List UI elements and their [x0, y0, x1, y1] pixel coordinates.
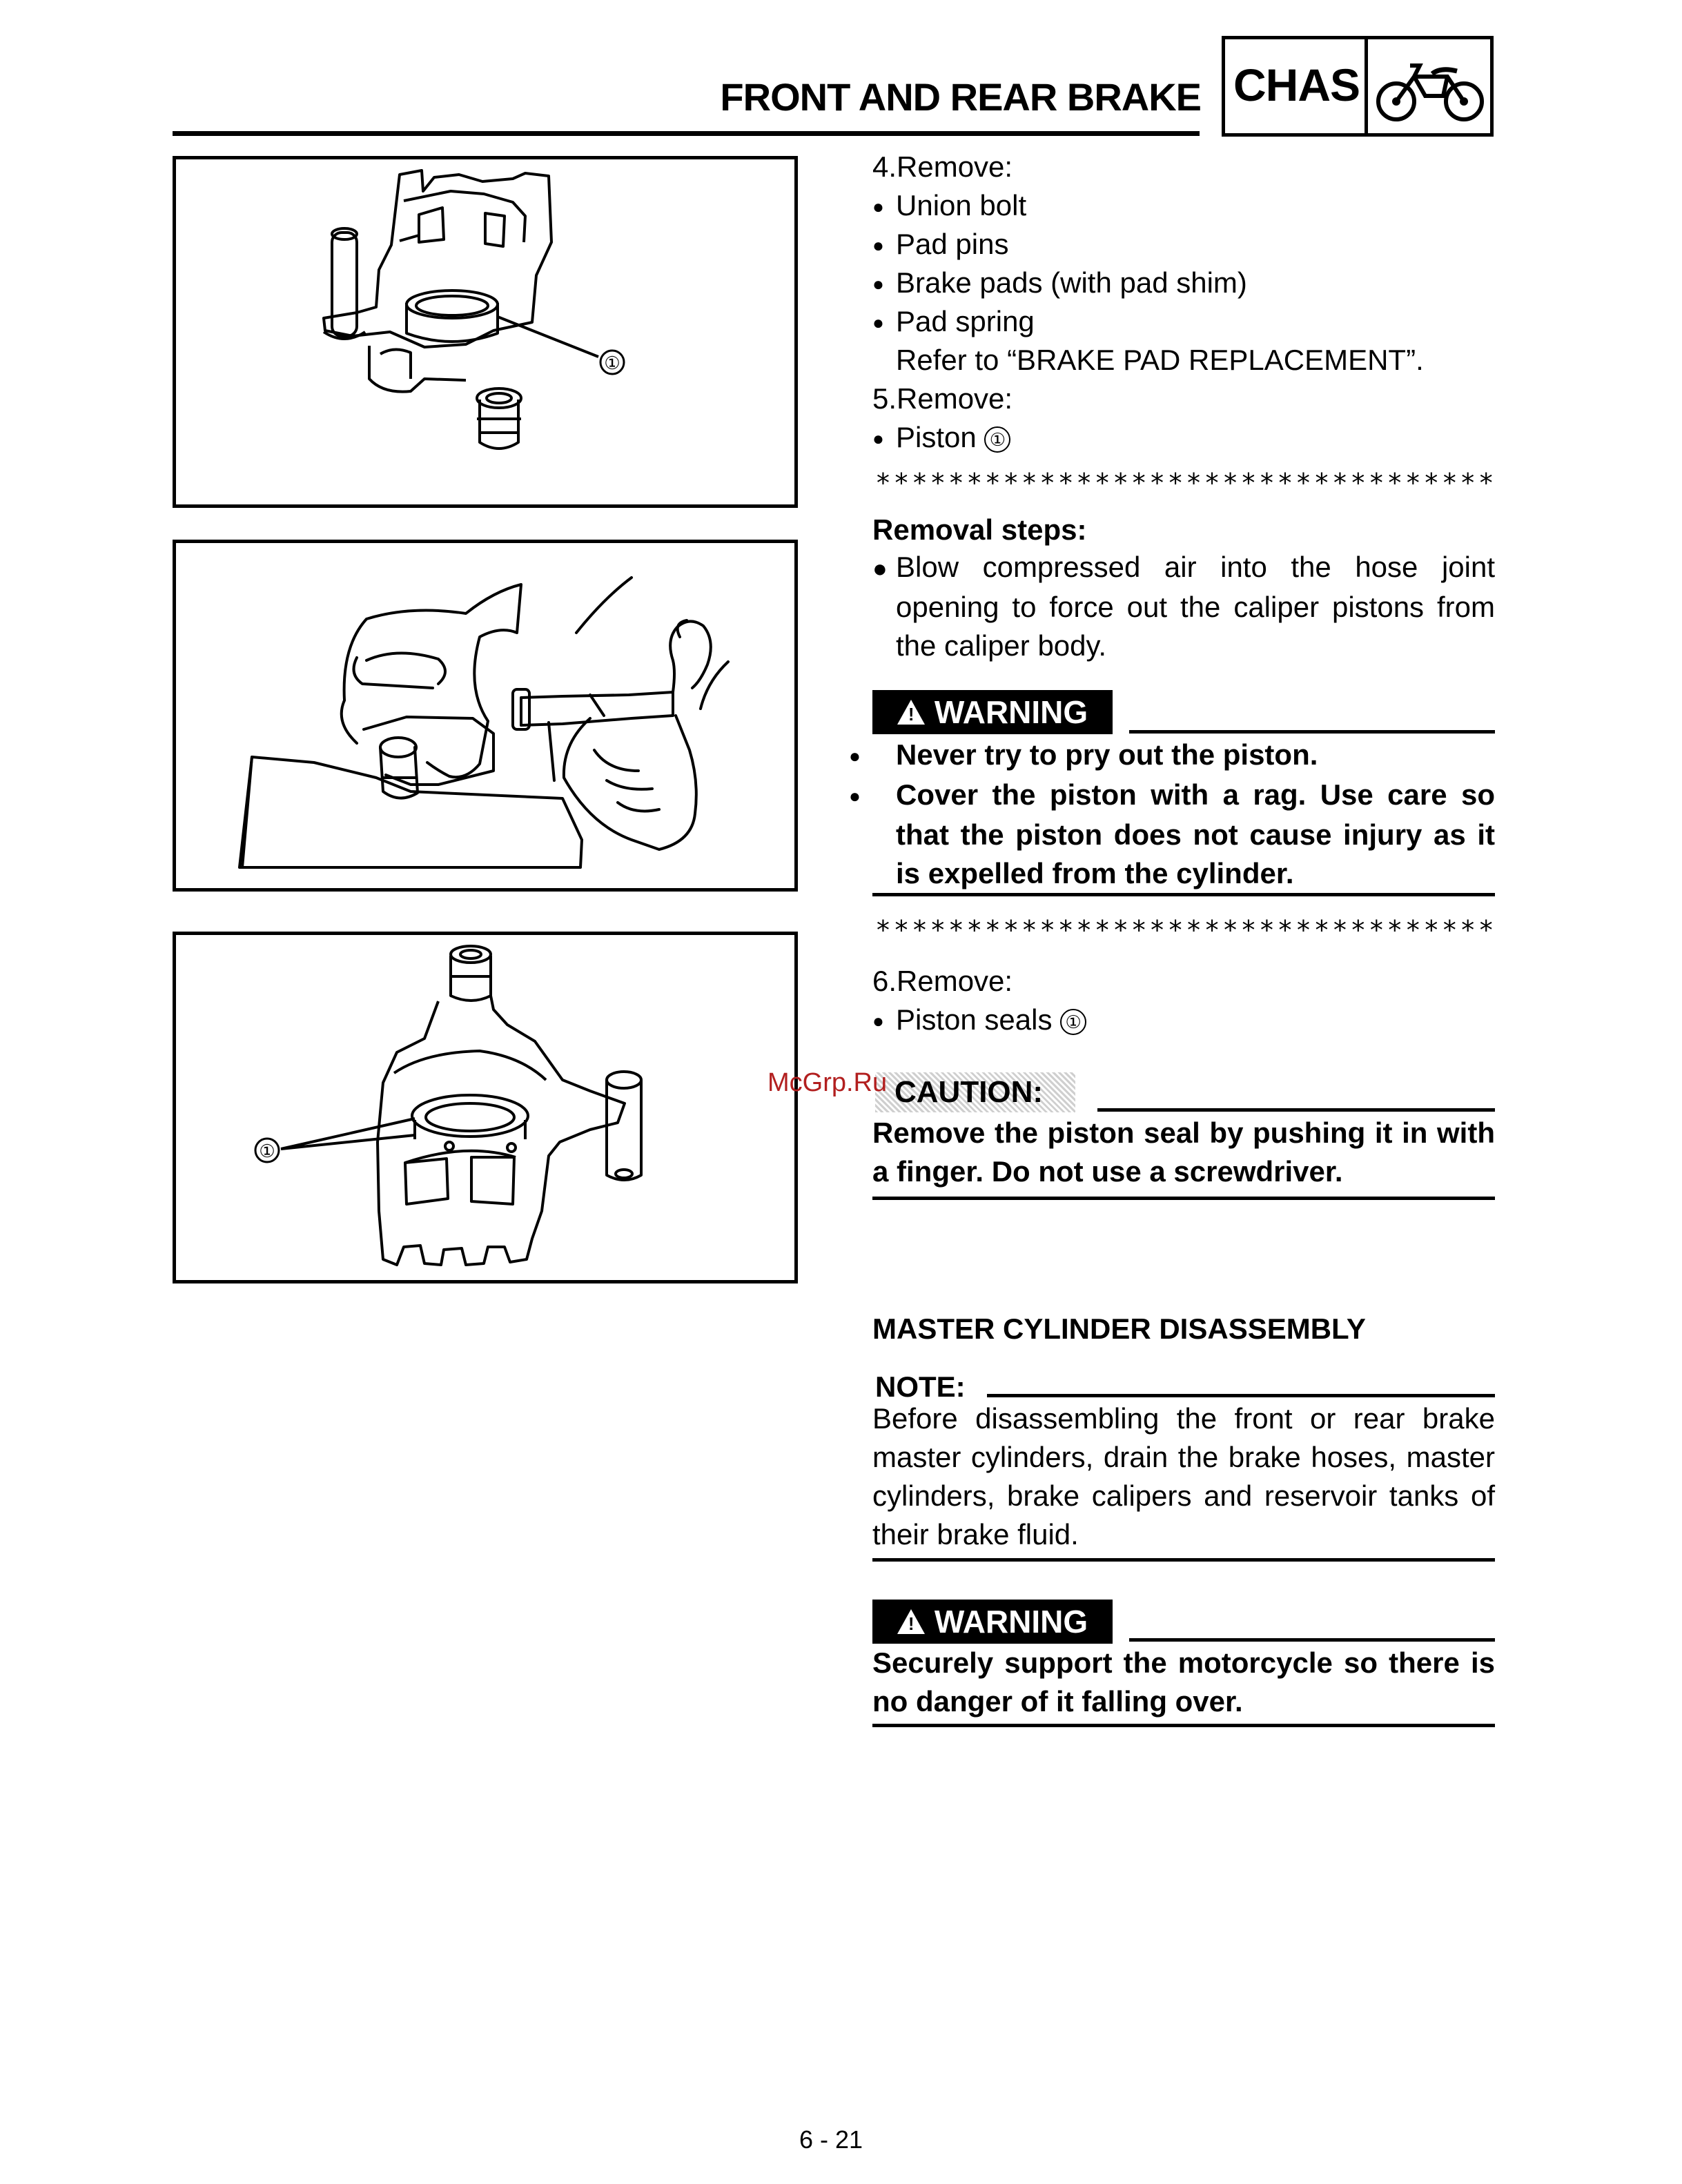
- removal-text: Blow compressed air into the hose joint …: [896, 551, 1495, 662]
- caution-text: Remove the piston seal by pushing it in …: [872, 1116, 1495, 1188]
- figure-caliper-piston: ①: [173, 156, 798, 508]
- step6-label: 6.Remove:: [872, 965, 1013, 997]
- callout-number: ①: [984, 426, 1011, 453]
- list-item: ● Piston ①: [872, 418, 1011, 458]
- separator-stars: **********************************: [875, 468, 1497, 498]
- list-item-text: Brake pads (with pad shim): [896, 266, 1247, 299]
- warning-end-rule: [872, 1724, 1495, 1727]
- note-label: NOTE:: [875, 1370, 966, 1403]
- note-rule: [987, 1394, 1495, 1397]
- list-item-text: Never try to pry out the piston.: [896, 738, 1318, 771]
- section-code: CHAS: [1233, 59, 1360, 110]
- page-number: 6 - 21: [799, 2125, 863, 2154]
- page-title: FRONT AND REAR BRAKE: [720, 75, 1202, 119]
- list-item-text: Union bolt: [896, 189, 1027, 222]
- caution-badge: CAUTION:: [875, 1072, 1075, 1112]
- removal-text-block: ● Blow compressed air into the hose joint…: [872, 548, 1495, 665]
- list-item: ● Never try to pry out the piston.: [849, 736, 1495, 776]
- caliper-piston-removal-icon: ①: [322, 169, 625, 450]
- bullet-icon: ●: [872, 312, 884, 333]
- compressed-air-piston-removal-icon: [238, 576, 730, 869]
- motorcycle-icon: [1376, 63, 1484, 121]
- header-rule: [173, 131, 1200, 136]
- warning-rule: [1129, 730, 1495, 734]
- figure-callout: ①: [604, 353, 620, 373]
- step4-label: 4.Remove:: [872, 150, 1013, 183]
- list-item-text: Piston: [896, 421, 977, 453]
- piston-seal-icon: ①: [254, 945, 643, 1266]
- caution-rule: [1097, 1108, 1495, 1112]
- note-end-rule: [872, 1558, 1495, 1562]
- bullet-icon: ●: [872, 428, 884, 449]
- bullet-icon: ●: [872, 554, 888, 582]
- warning-label: WARNING: [934, 1604, 1088, 1640]
- figure-callout: ①: [259, 1141, 275, 1161]
- list-item: ● Pad pins: [872, 225, 1008, 265]
- callout-number: ①: [1060, 1009, 1087, 1035]
- warning-label: WARNING: [934, 694, 1088, 730]
- warning-triangle-icon: !: [897, 1609, 925, 1634]
- figure-piston-seals: ①: [173, 932, 798, 1283]
- section-tab: CHAS: [1222, 36, 1494, 137]
- warning-badge: ! WARNING: [872, 690, 1113, 734]
- list-item-text: Cover the piston with a rag. Use care so…: [896, 778, 1495, 889]
- list-item: ● Union bolt: [872, 186, 1026, 226]
- warning-badge: ! WARNING: [872, 1600, 1113, 1644]
- warning-text: Securely support the motorcycle so there…: [872, 1646, 1495, 1718]
- removal-heading: Removal steps:: [872, 513, 1087, 546]
- section-heading: MASTER CYLINDER DISASSEMBLY: [872, 1312, 1366, 1345]
- caution-end-rule: [872, 1197, 1495, 1200]
- list-item-text: Piston seals: [896, 1003, 1053, 1036]
- list-item: ● Brake pads (with pad shim): [872, 264, 1247, 304]
- bullet-icon: ●: [872, 273, 884, 295]
- figure-compressed-air: [173, 540, 798, 892]
- bullet-icon: ●: [872, 196, 884, 217]
- warning-rule: [1129, 1638, 1495, 1642]
- separator-stars: **********************************: [875, 915, 1497, 945]
- warning-end-rule: [872, 893, 1495, 896]
- bullet-icon: ●: [849, 745, 861, 767]
- bullet-icon: ●: [872, 1010, 884, 1032]
- refer-text: Refer to “BRAKE PAD REPLACEMENT”.: [896, 344, 1424, 376]
- bullet-icon: ●: [849, 785, 861, 807]
- list-item: ● Piston seals ①: [872, 1001, 1087, 1041]
- warning-list: ● Never try to pry out the piston. ● Cover…: [849, 736, 1495, 893]
- bullet-icon: ●: [872, 235, 884, 256]
- step5-label: 5.Remove:: [872, 382, 1013, 415]
- list-item-text: Pad pins: [896, 228, 1009, 260]
- watermark: McGrp.Ru: [767, 1068, 888, 1097]
- note-text: Before disassembling the front or rear b…: [872, 1402, 1495, 1551]
- list-item-text: Pad spring: [896, 305, 1035, 337]
- section-tab-divider: [1365, 39, 1368, 133]
- warning-triangle-icon: !: [897, 700, 925, 725]
- list-item: ● Cover the piston with a rag. Use care s…: [849, 776, 1495, 893]
- list-item: ● Pad spring: [872, 302, 1035, 342]
